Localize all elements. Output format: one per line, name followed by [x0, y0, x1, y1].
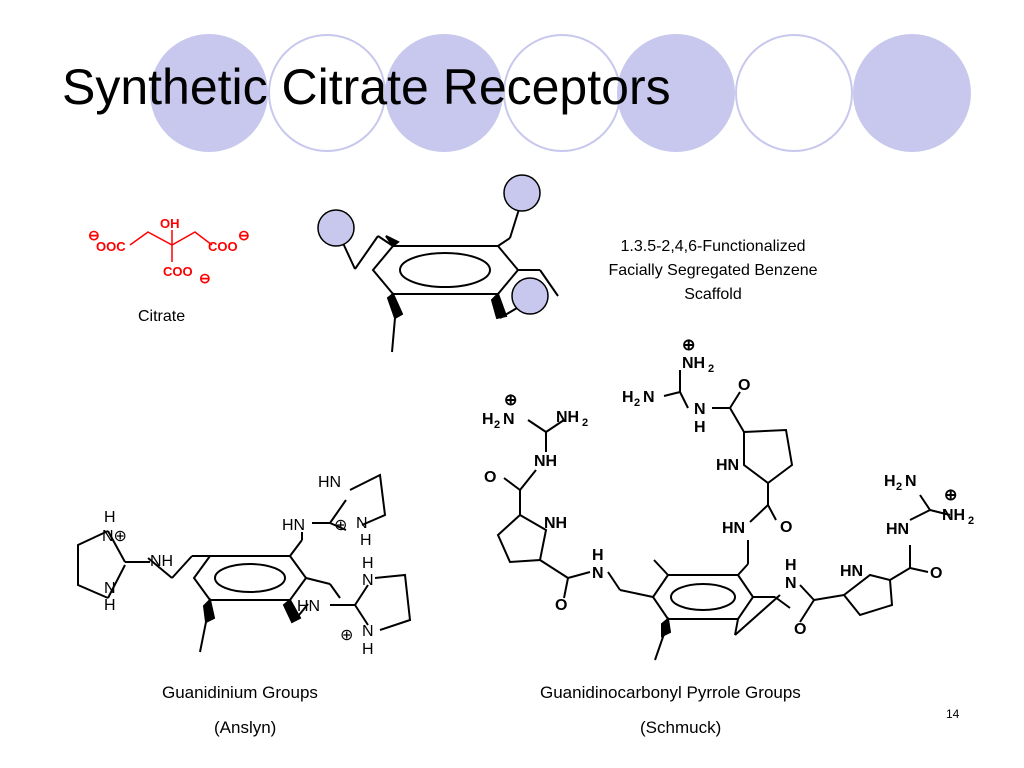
benzene-scaffold [335, 205, 559, 353]
anslyn-author: (Anslyn) [214, 718, 277, 737]
header-decoration-circle [735, 34, 853, 152]
anslyn-n-label: N [362, 623, 374, 640]
anslyn-h-label: H [104, 509, 116, 526]
schmuck-o-label: O [484, 469, 496, 486]
schmuck-h2n-label: H [482, 411, 494, 428]
header-decoration-circle [385, 34, 503, 152]
citrate-caption: Citrate [138, 308, 186, 325]
schmuck-n-label: N [592, 565, 604, 582]
schmuck-h-label: H [785, 557, 797, 574]
anslyn-n-plus-label: N⊕ [102, 528, 127, 545]
scaffold-caption-line: Scaffold [684, 286, 742, 303]
anslyn-nh-label: NH [150, 553, 173, 570]
schmuck-receptor-structure [496, 370, 951, 661]
schmuck-h-label: H [694, 419, 706, 436]
binding-group-circle [503, 174, 541, 212]
anslyn-caption: Guanidinium Groups [162, 683, 318, 702]
anslyn-hn-label: HN [318, 474, 341, 491]
schmuck-nh-label: NH [534, 453, 557, 470]
schmuck-n-label: N [905, 473, 917, 490]
schmuck-nh2-label: NH [682, 355, 705, 372]
schmuck-plus-label: ⊕ [504, 392, 517, 409]
schmuck-o-label: O [794, 621, 806, 638]
anslyn-plus-label: ⊕ [340, 627, 353, 644]
schmuck-caption: Guanidinocarbonyl Pyrrole Groups [540, 683, 801, 702]
schmuck-nh2-subscript: 2 [582, 417, 588, 429]
schmuck-nh-label: NH [544, 515, 567, 532]
scaffold-caption-line: 1.3.5-2,4,6-Functionalized [620, 238, 806, 255]
schmuck-h2n-subscript: 2 [634, 397, 640, 409]
schmuck-o-label: O [555, 597, 567, 614]
binding-group-circle [317, 209, 355, 247]
citrate-bottom-charge: ⊖ [199, 270, 211, 286]
slide-number: 14 [946, 707, 960, 721]
schmuck-n-label: N [503, 411, 515, 428]
schmuck-hn-label: HN [716, 457, 739, 474]
scaffold-caption-line: Facially Segregated Benzene [608, 262, 818, 279]
anslyn-n-label: N [362, 572, 374, 589]
anslyn-plus-label: ⊕ [334, 517, 347, 534]
schmuck-n-label: N [785, 575, 797, 592]
citrate-oh-label: OH [160, 216, 180, 231]
anslyn-h-label: H [362, 641, 374, 658]
schmuck-o-label: O [780, 519, 792, 536]
anslyn-hn-label: HN [297, 598, 320, 615]
citrate-left-carboxylate: OOC [96, 239, 126, 254]
citrate-left-charge: ⊖ [88, 227, 100, 243]
anslyn-h-label: H [104, 597, 116, 614]
schmuck-h2n-subscript: 2 [494, 419, 500, 431]
anslyn-h-label: H [362, 555, 374, 572]
citrate-right-carboxylate: COO [208, 239, 238, 254]
schmuck-n-label: N [694, 401, 706, 418]
citrate-bottom-carboxylate: COO [163, 264, 193, 279]
schmuck-nh2-subscript: 2 [968, 515, 974, 527]
anslyn-receptor-structure [77, 473, 412, 653]
schmuck-hn-label: HN [722, 520, 745, 537]
slide-title: Synthetic Citrate Receptors [62, 59, 671, 115]
schmuck-plus-label: ⊕ [682, 337, 695, 354]
anslyn-h-label: H [360, 532, 372, 549]
schmuck-o-label: O [738, 377, 750, 394]
header-decoration-circle [150, 34, 268, 152]
schmuck-h2n-subscript: 2 [896, 481, 902, 493]
anslyn-n-label: N [104, 580, 116, 597]
citrate-right-charge: ⊖ [238, 227, 250, 243]
schmuck-h2n-label: H [884, 473, 896, 490]
schmuck-h-label: H [592, 547, 604, 564]
scaffold-caption: 1.3.5-2,4,6-Functionalized Facially Segr… [578, 235, 848, 307]
citrate-structure [129, 230, 213, 262]
anslyn-hn-label: HN [282, 517, 305, 534]
schmuck-plus-label: ⊕ [944, 487, 957, 504]
schmuck-nh2-label: NH [942, 507, 965, 524]
anslyn-n-label: N [356, 515, 368, 532]
schmuck-h2n-label: H [622, 389, 634, 406]
header-decoration-circle [853, 34, 971, 152]
schmuck-n-label: N [643, 389, 655, 406]
schmuck-hn-label: HN [840, 563, 863, 580]
schmuck-nh2-label: NH [556, 409, 579, 426]
binding-group-circle [511, 277, 549, 315]
schmuck-o-label: O [930, 565, 942, 582]
schmuck-nh2-subscript: 2 [708, 363, 714, 375]
schmuck-author: (Schmuck) [640, 718, 722, 737]
header-decoration-circle [617, 34, 735, 152]
header-decoration-circle [268, 34, 386, 152]
schmuck-hn-label: HN [886, 521, 909, 538]
